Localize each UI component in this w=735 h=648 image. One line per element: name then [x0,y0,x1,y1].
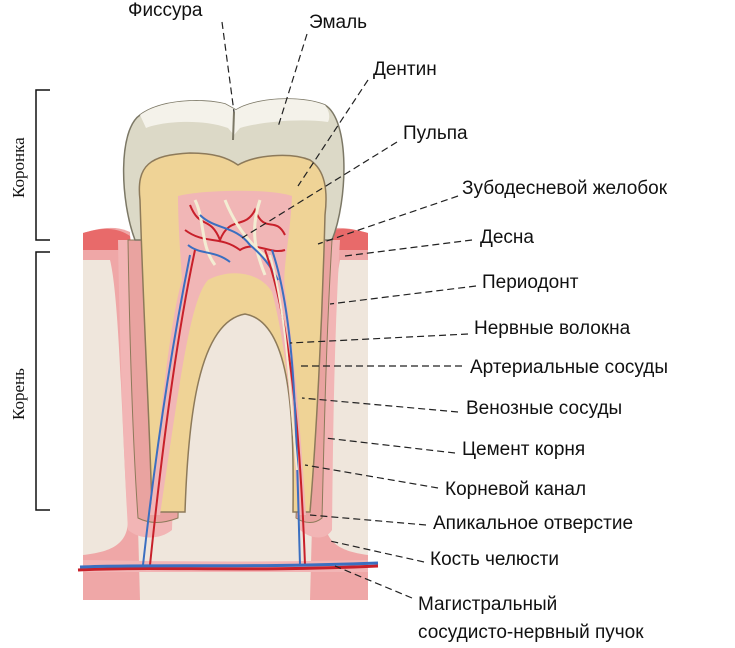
fissure [232,111,235,141]
artery-left [149,249,196,566]
label-arteries: Артериальные сосуды [470,357,668,378]
label-fissure: Фиссура [128,0,203,21]
label-pulp: Пульпа [403,123,468,144]
main-bundle-artery [77,564,379,572]
label-root-canal: Корневой канал [445,479,586,500]
label-enamel: Эмаль [309,12,367,33]
label-gingival-sulcus: Зубодесневой желобок [462,178,668,199]
label-main-bundle-line2: сосудисто-нервный пучок [418,622,644,643]
label-main-bundle: Магистральный [418,594,557,615]
leader-lines [221,21,477,599]
jaw-bone [175,305,296,540]
label-apical-foramen: Апикальное отверстие [433,513,633,534]
vein-left [142,254,191,566]
nerve-right [269,254,298,471]
root-label: Корень [9,368,28,420]
label-gum: Десна [480,227,534,248]
jaw-bone [83,260,128,555]
root-bracket [35,251,50,511]
main-bundle-vein [79,561,379,569]
label-jaw-bone: Кость челюсти [430,549,559,570]
vein-right [271,249,301,566]
label-cementum: Цемент корня [462,439,585,460]
label-nerve-fibers: Нервные волокна [474,318,631,339]
crown-label: Коронка [9,137,28,198]
pulp [150,190,306,515]
label-veins: Венозные сосуды [466,398,622,419]
label-periodontium: Периодонт [482,272,579,293]
label-dentin: Дентин [373,59,437,80]
pulp-vessels [184,199,286,281]
crown-bracket [35,89,50,241]
jaw-bone [325,260,368,555]
